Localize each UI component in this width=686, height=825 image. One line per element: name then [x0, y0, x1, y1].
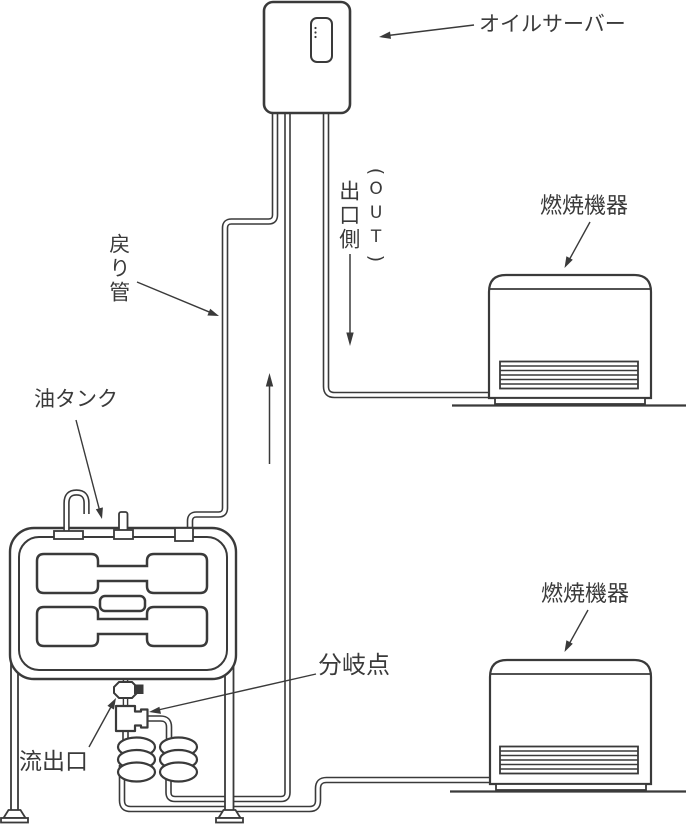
stand-foot-left	[1, 809, 28, 819]
feed-pipe-to-bottom-heater	[118, 765, 497, 813]
leader-heater-top	[564, 221, 591, 268]
oil-server-unit	[262, 0, 352, 115]
combustion-device-top-label: 燃焼機器	[540, 194, 629, 219]
combustion-device-bottom-label: 燃焼機器	[541, 582, 630, 607]
outlet-out-label: ( OUT )	[365, 165, 388, 265]
oil-tank-label: 油タンク	[34, 387, 118, 411]
tank-top-fittings	[53, 489, 194, 542]
flex-coil-left	[116, 736, 157, 783]
tank-emboss-bottom	[35, 605, 209, 648]
outlet-paren-close: )	[365, 254, 388, 263]
oil-server-label: オイルサーバー	[479, 12, 626, 36]
return-pipe-label: 戻り管	[106, 233, 131, 305]
stand-foot-right	[216, 809, 243, 819]
outlet-pipe-to-top-heater	[322, 108, 497, 399]
hook-flange	[53, 530, 84, 540]
tank-emboss-center	[98, 594, 147, 613]
combustion-heater-top	[487, 273, 653, 405]
server-display	[310, 17, 333, 63]
leader-branch-point	[149, 673, 317, 714]
return-pipe	[186, 108, 279, 534]
leader-oil-server	[379, 24, 475, 39]
heater-base	[494, 397, 646, 405]
branch-tee-fitting	[114, 704, 149, 733]
valve-handle	[134, 684, 144, 694]
heater-grille	[499, 360, 639, 390]
combustion-heater-bottom	[488, 658, 653, 791]
gauge-cap	[118, 511, 129, 533]
oil-tank-body	[8, 526, 238, 681]
outlet-side-label: 出口側	[336, 180, 361, 252]
leader-outflow-port	[88, 698, 116, 748]
flow-arrow-up	[265, 373, 274, 464]
outlet-paren-open: (	[365, 167, 388, 176]
leader-heater-bottom	[564, 609, 589, 652]
heater-base	[495, 783, 647, 791]
leader-return-pipe	[136, 281, 219, 316]
heater-grille	[499, 745, 639, 775]
gauge-flange	[113, 529, 134, 540]
flex-coil-right	[158, 736, 199, 783]
outflow-port-label: 流出口	[19, 749, 88, 775]
branch-point-label: 分岐点	[318, 651, 390, 679]
tank-emboss-top	[35, 552, 209, 595]
outlet-out-letters: OUT	[366, 179, 387, 251]
leader-oil-tank	[75, 419, 103, 519]
flow-arrow-down	[346, 254, 354, 346]
return-inlet-fitting	[174, 527, 194, 542]
outflow-valve	[113, 681, 144, 699]
